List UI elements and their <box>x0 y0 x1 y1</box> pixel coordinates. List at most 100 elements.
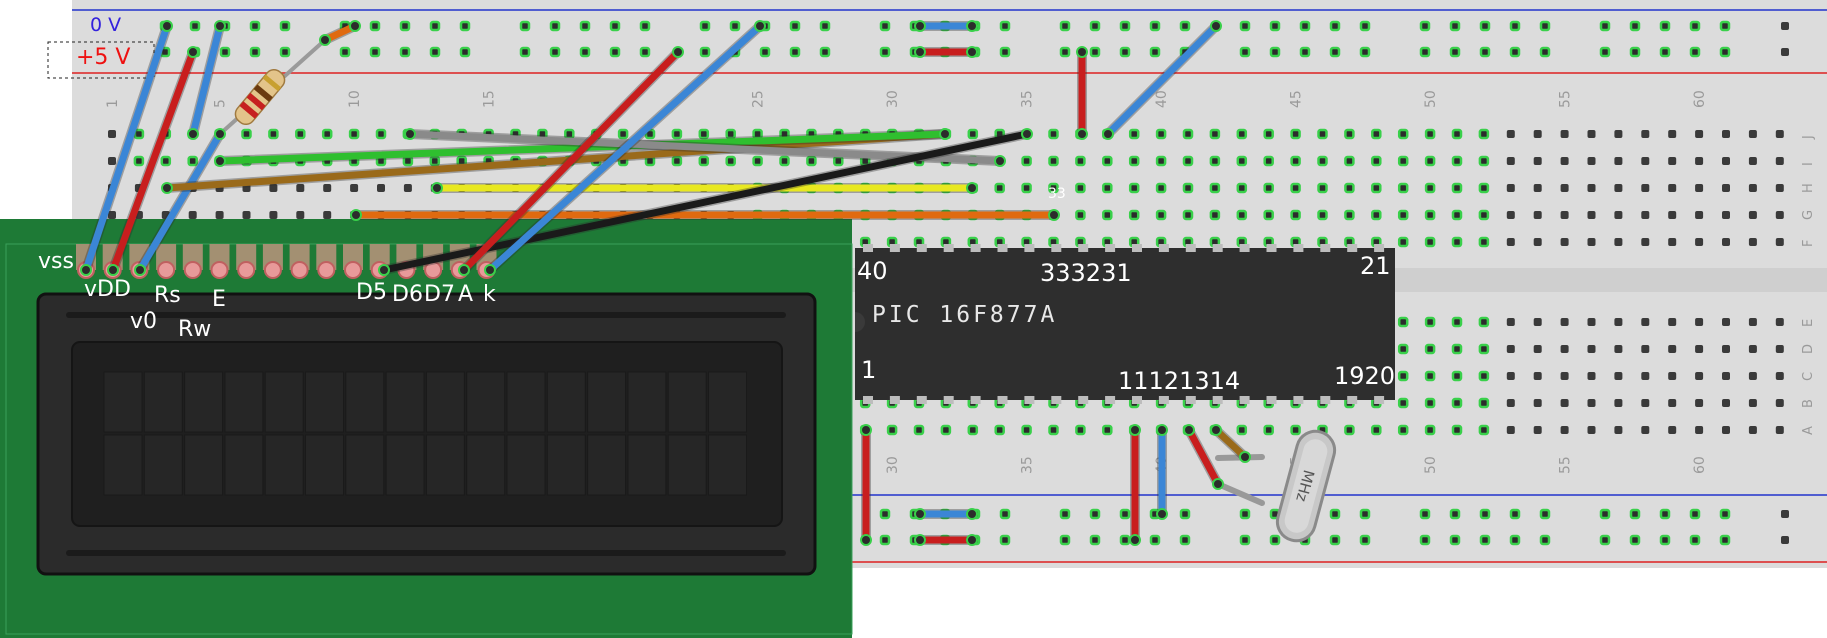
breadboard-hole <box>1239 46 1251 58</box>
lcd-character-cell <box>425 371 465 433</box>
wire-rw-ground-end <box>214 128 226 140</box>
breadboard-hole <box>1102 424 1113 436</box>
chip-pin <box>943 396 954 404</box>
breadboard-hole <box>1695 426 1704 434</box>
lcd-character-cell <box>667 371 707 433</box>
chip-pin-label-11-14: 11121314 <box>1118 367 1240 395</box>
lcd-character-cell <box>184 434 224 496</box>
breadboard-hole <box>1048 128 1059 140</box>
breadboard-hole <box>1269 46 1281 58</box>
breadboard-hole <box>108 157 116 165</box>
chip-pin <box>1105 244 1116 252</box>
wire-vdd-power-end <box>107 264 119 276</box>
breadboard-hole <box>1668 318 1677 326</box>
wire-red-a-end <box>458 264 470 276</box>
breadboard-hole <box>1560 211 1569 219</box>
breadboard-hole <box>1722 238 1730 246</box>
lcd-character-cell <box>264 371 304 433</box>
breadboard-hole <box>1695 157 1704 165</box>
resistor-band-3 <box>253 84 273 102</box>
breadboard-hole <box>1209 182 1221 194</box>
breadboard-hole <box>1533 318 1542 326</box>
breadboard-hole <box>1775 399 1784 407</box>
pic-chip-body <box>855 248 1395 400</box>
breadboard-hole <box>1719 46 1731 58</box>
lcd-character-cell <box>305 371 344 433</box>
breadboard-hole <box>1397 343 1409 355</box>
lcd-character-cell <box>385 434 425 496</box>
lcd-pin-label-e: E <box>212 287 226 312</box>
breadboard-hole <box>1451 316 1463 328</box>
chip-pin-label-40: 40 <box>857 257 888 285</box>
breadboard-hole <box>1128 209 1140 221</box>
breadboard-hole <box>1209 155 1221 167</box>
lcd-pin-label-k: k <box>483 282 496 307</box>
breadboard-hole <box>133 155 145 167</box>
breadboard-hole <box>1317 155 1328 167</box>
breadboard-hole <box>1236 128 1248 140</box>
breadboard-hole <box>1478 397 1490 409</box>
breadboard-hole <box>879 534 891 546</box>
breadboard-hole <box>1659 508 1671 520</box>
column-number: 50 <box>1423 456 1439 474</box>
breadboard-hole <box>1424 155 1436 167</box>
breadboard-hole <box>1424 182 1436 194</box>
wire-black-end <box>1021 128 1033 140</box>
breadboard-hole <box>1719 534 1731 546</box>
breadboard-hole <box>350 184 359 192</box>
breadboard-hole <box>1155 155 1167 167</box>
breadboard-hole <box>1478 370 1490 382</box>
breadboard-hole <box>1509 20 1521 32</box>
breadboard-hole <box>994 424 1005 436</box>
breadboard-hole <box>1089 20 1101 32</box>
breadboard-hole <box>1781 536 1789 544</box>
breadboard-hole <box>1449 20 1461 32</box>
jumper-wires <box>80 20 1251 546</box>
breadboard-hole <box>1560 345 1569 353</box>
wire-red-low-rail-end <box>914 534 926 546</box>
breadboard-hole <box>1397 182 1409 194</box>
breadboard-hole <box>1359 46 1371 58</box>
breadboard-hole <box>1748 372 1757 380</box>
breadboard-hole <box>279 46 291 58</box>
breadboard-hole <box>1560 238 1569 246</box>
breadboard-hole <box>1533 211 1542 219</box>
breadboard-hole <box>1075 209 1086 221</box>
breadboard-hole <box>1451 370 1463 382</box>
column-number: 30 <box>885 456 901 474</box>
breadboard-hole <box>1059 46 1071 58</box>
chip-pin <box>1374 244 1385 252</box>
breadboard-hole <box>1506 211 1515 219</box>
wire-blue-rail <box>189 22 224 138</box>
breadboard-hole <box>1102 155 1113 167</box>
wire-brown-end <box>161 182 173 194</box>
wire-blue-diagonal-end <box>1102 128 1114 140</box>
breadboard-hole <box>1479 534 1491 546</box>
breadboard-hole <box>369 20 381 32</box>
breadboard-hole <box>1695 211 1704 219</box>
breadboard-hole <box>725 155 736 167</box>
breadboard-hole <box>296 211 305 219</box>
breadboard-hole <box>1587 157 1596 165</box>
breadboard-hole <box>1397 128 1409 140</box>
breadboard-hole <box>348 128 360 140</box>
breadboard-hole <box>1641 157 1650 165</box>
breadboard-hole <box>1689 46 1701 58</box>
breadboard-hole <box>1599 46 1611 58</box>
breadboard-hole <box>1629 20 1641 32</box>
breadboard-hole <box>1179 508 1191 520</box>
breadboard-hole <box>1075 182 1086 194</box>
breadboard-hole <box>1317 182 1328 194</box>
breadboard-hole <box>1344 128 1355 140</box>
breadboard-hole <box>189 20 201 32</box>
breadboard-hole <box>1506 426 1515 434</box>
breadboard-hole <box>249 20 261 32</box>
wire-red-crystal-end <box>1183 424 1195 436</box>
breadboard-hole <box>1533 426 1542 434</box>
breadboard-hole <box>1695 184 1704 192</box>
lcd-pin-hole <box>317 261 336 279</box>
breadboard-hole <box>1775 130 1784 138</box>
breadboard-hole <box>1587 399 1596 407</box>
